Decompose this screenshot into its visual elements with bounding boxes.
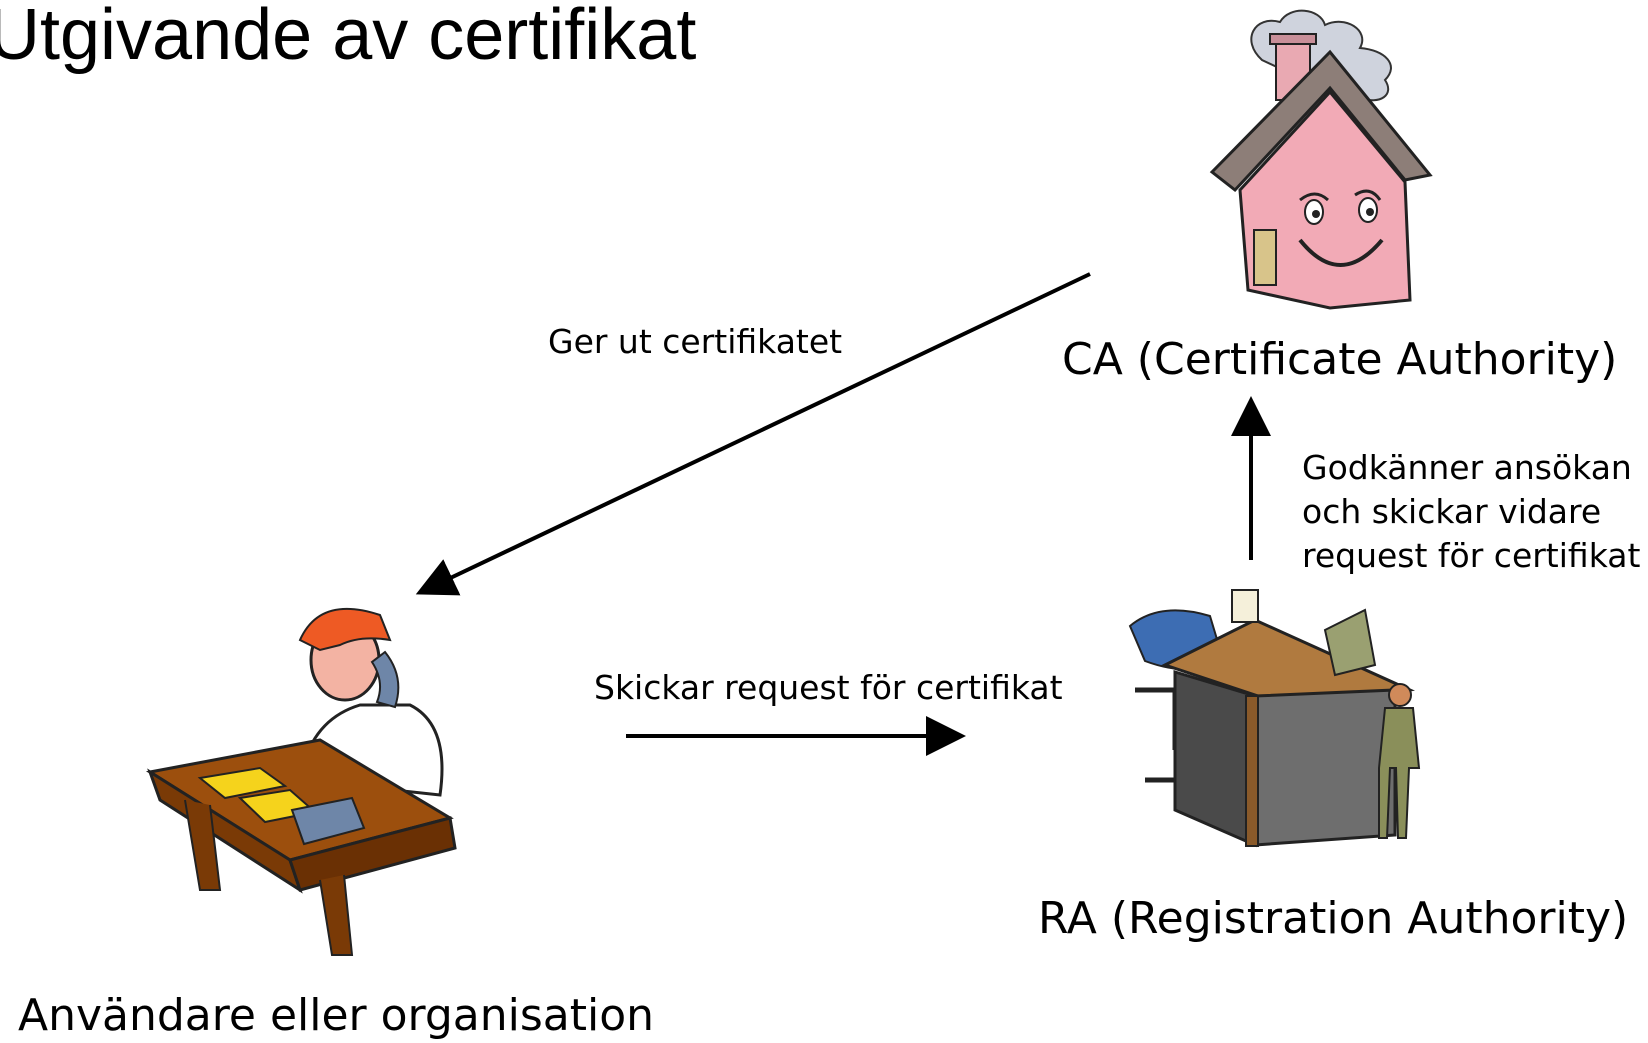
arrow-issue <box>415 272 1091 596</box>
issue-edge-label: Ger ut certifikatet <box>548 322 843 361</box>
approve-edge-label-line: och skickar vidare <box>1302 492 1602 531</box>
page-title: Utgivande av certifikat <box>0 0 697 75</box>
approve-edge-label-line: request för certifikat <box>1302 536 1641 575</box>
approve-edge-label-line: Godkänner ansökan <box>1302 448 1632 487</box>
send-edge-label: Skickar request för certifikat <box>594 668 1063 707</box>
office-desk-icon <box>1128 589 1421 848</box>
approve-edge-label: Godkänner ansökan och skickar vidare req… <box>1302 446 1640 578</box>
ca-label: CA (Certificate Authority) <box>1062 334 1618 385</box>
person-on-phone-icon <box>145 607 457 956</box>
user-label: Användare eller organisation <box>18 990 655 1041</box>
ra-label: RA (Registration Authority) <box>1038 893 1629 944</box>
house-icon <box>1209 9 1433 310</box>
